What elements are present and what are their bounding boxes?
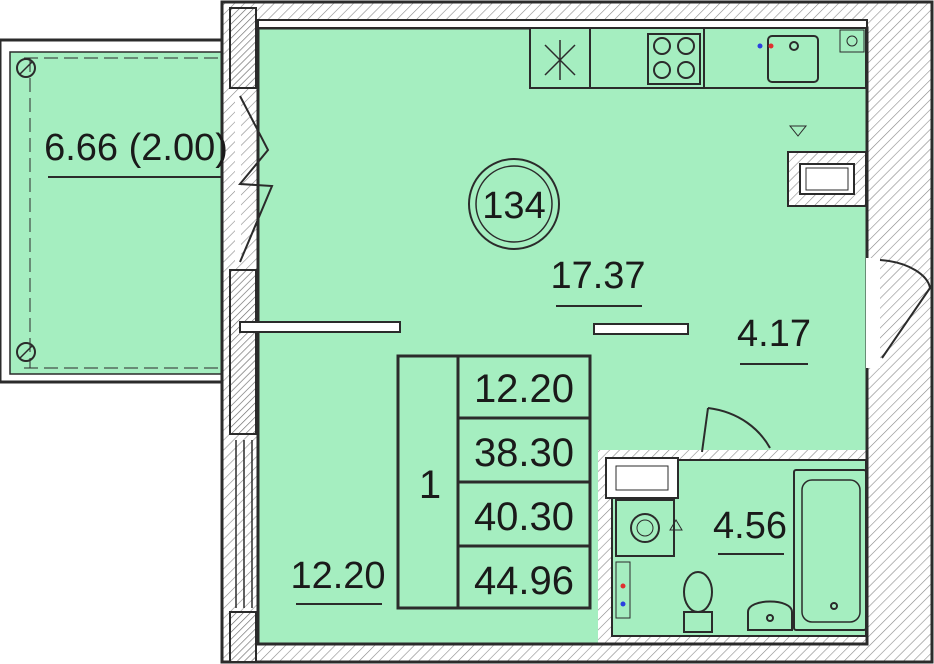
total-cell: 38.30 <box>474 431 574 475</box>
floor-drain-icon <box>669 519 683 531</box>
bathtub-icon <box>793 469 867 631</box>
toilet-icon <box>683 571 713 633</box>
total-cell: 12.20 <box>474 367 574 411</box>
kitchen-sink-icon <box>757 35 819 83</box>
towel-rail-icon <box>615 561 631 619</box>
total-cell: 44.96 <box>474 559 574 603</box>
kitchen-living-area: 17.37 <box>550 255 645 297</box>
bathroom-area: 4.56 <box>713 505 787 547</box>
fridge-icon <box>544 40 576 80</box>
bathroom-fixtures <box>605 457 867 633</box>
balcony-area: 6.66 (2.00) <box>44 127 228 169</box>
doors <box>235 95 932 453</box>
balcony <box>0 38 224 384</box>
apartment-number: 134 <box>482 185 545 227</box>
vent-icon <box>839 29 865 53</box>
stove-icon <box>647 33 701 85</box>
post-icon <box>16 58 36 78</box>
hallway-area: 4.17 <box>737 313 811 355</box>
post-icon <box>16 342 36 362</box>
bedroom-area: 12.20 <box>290 555 385 597</box>
kitchen-counter <box>529 27 867 137</box>
total-cell: 40.30 <box>474 495 574 539</box>
bathroom-sink-icon <box>747 600 793 631</box>
room-count: 1 <box>419 463 441 507</box>
apartment-number-badge: 134 <box>468 158 560 250</box>
summary-table <box>396 354 592 610</box>
floor-drain-icon <box>788 125 808 137</box>
interior <box>258 28 867 644</box>
wall-lines <box>229 7 880 663</box>
washing-machine-icon <box>615 499 675 557</box>
